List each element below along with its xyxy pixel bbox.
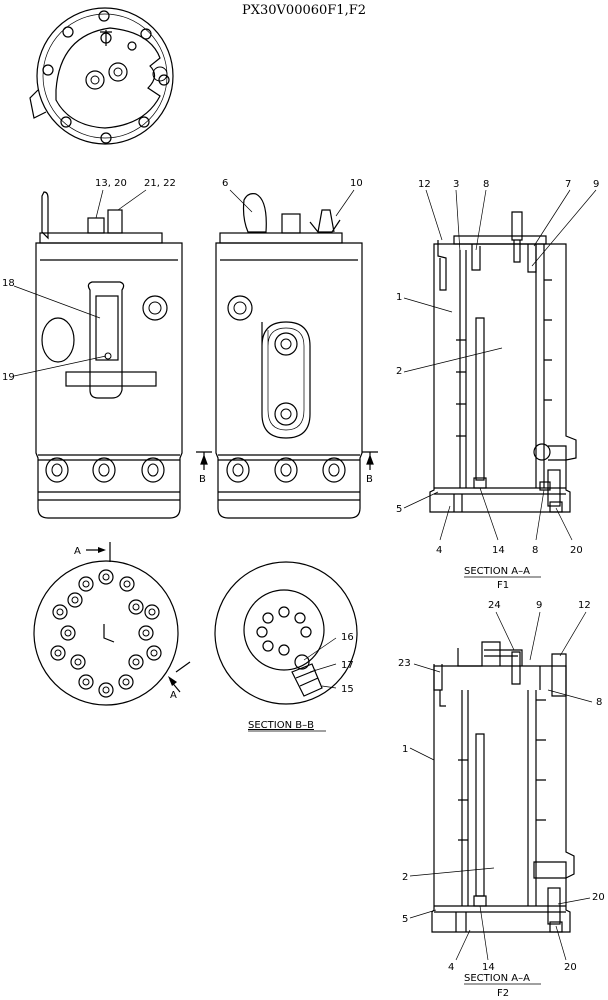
- callout-f1-14: 14: [492, 545, 505, 556]
- callout-18: 18: [2, 278, 15, 289]
- callout-f2-20a: 20: [592, 892, 605, 903]
- callout-f1-8b: 8: [532, 545, 538, 556]
- section-b-marker-left: B: [199, 474, 206, 485]
- section-b-b-view: [214, 561, 358, 705]
- section-f2-name: F2: [497, 988, 509, 999]
- callout-f2-4: 4: [448, 962, 454, 973]
- callout-f1-5: 5: [396, 504, 402, 515]
- callout-f2-9: 9: [536, 600, 542, 611]
- front-view-left: [35, 191, 183, 519]
- section-a-a-f2: [431, 641, 575, 933]
- callout-21-22: 21, 22: [144, 178, 176, 189]
- diagram-title: PX30V00060F1,F2: [242, 3, 366, 18]
- callout-f2-12: 12: [578, 600, 591, 611]
- callout-19: 19: [2, 372, 15, 383]
- callout-f1-12: 12: [418, 179, 431, 190]
- callout-6: 6: [222, 178, 228, 189]
- callout-f1-8a: 8: [483, 179, 489, 190]
- callout-f1-4: 4: [436, 545, 442, 556]
- section-f1-name: F1: [497, 580, 509, 591]
- section-a-a-f2-label: SECTION A–A: [464, 973, 530, 984]
- callout-f1-1: 1: [396, 292, 402, 303]
- section-b-marker-right: B: [366, 474, 373, 485]
- front-view-right: [215, 193, 363, 519]
- section-b-b-label: SECTION B–B: [248, 720, 314, 731]
- callout-f1-20: 20: [570, 545, 583, 556]
- callout-f2-23: 23: [398, 658, 411, 669]
- callout-f2-20b: 20: [564, 962, 577, 973]
- callout-15: 15: [341, 684, 354, 695]
- callout-16: 16: [341, 632, 354, 643]
- callout-10: 10: [350, 178, 363, 189]
- callout-13-20: 13, 20: [95, 178, 127, 189]
- callout-f2-24: 24: [488, 600, 501, 611]
- section-a-a-f1: [429, 211, 577, 513]
- bottom-view-bolt-circle: [33, 560, 179, 706]
- callout-f2-1: 1: [402, 744, 408, 755]
- section-a-marker-top: A: [74, 546, 81, 557]
- section-a-marker-bottom: A: [170, 690, 177, 701]
- callout-f2-14: 14: [482, 962, 495, 973]
- callout-f1-9: 9: [593, 179, 599, 190]
- callout-f2-8: 8: [596, 697, 602, 708]
- section-a-a-f1-label: SECTION A–A: [464, 566, 530, 577]
- top-view-flange: [29, 7, 174, 145]
- callout-f1-7: 7: [565, 179, 571, 190]
- callout-f2-2: 2: [402, 872, 408, 883]
- callout-17: 17: [341, 660, 354, 671]
- callout-f1-3: 3: [453, 179, 459, 190]
- callout-f1-2: 2: [396, 366, 402, 377]
- callout-f2-5: 5: [402, 914, 408, 925]
